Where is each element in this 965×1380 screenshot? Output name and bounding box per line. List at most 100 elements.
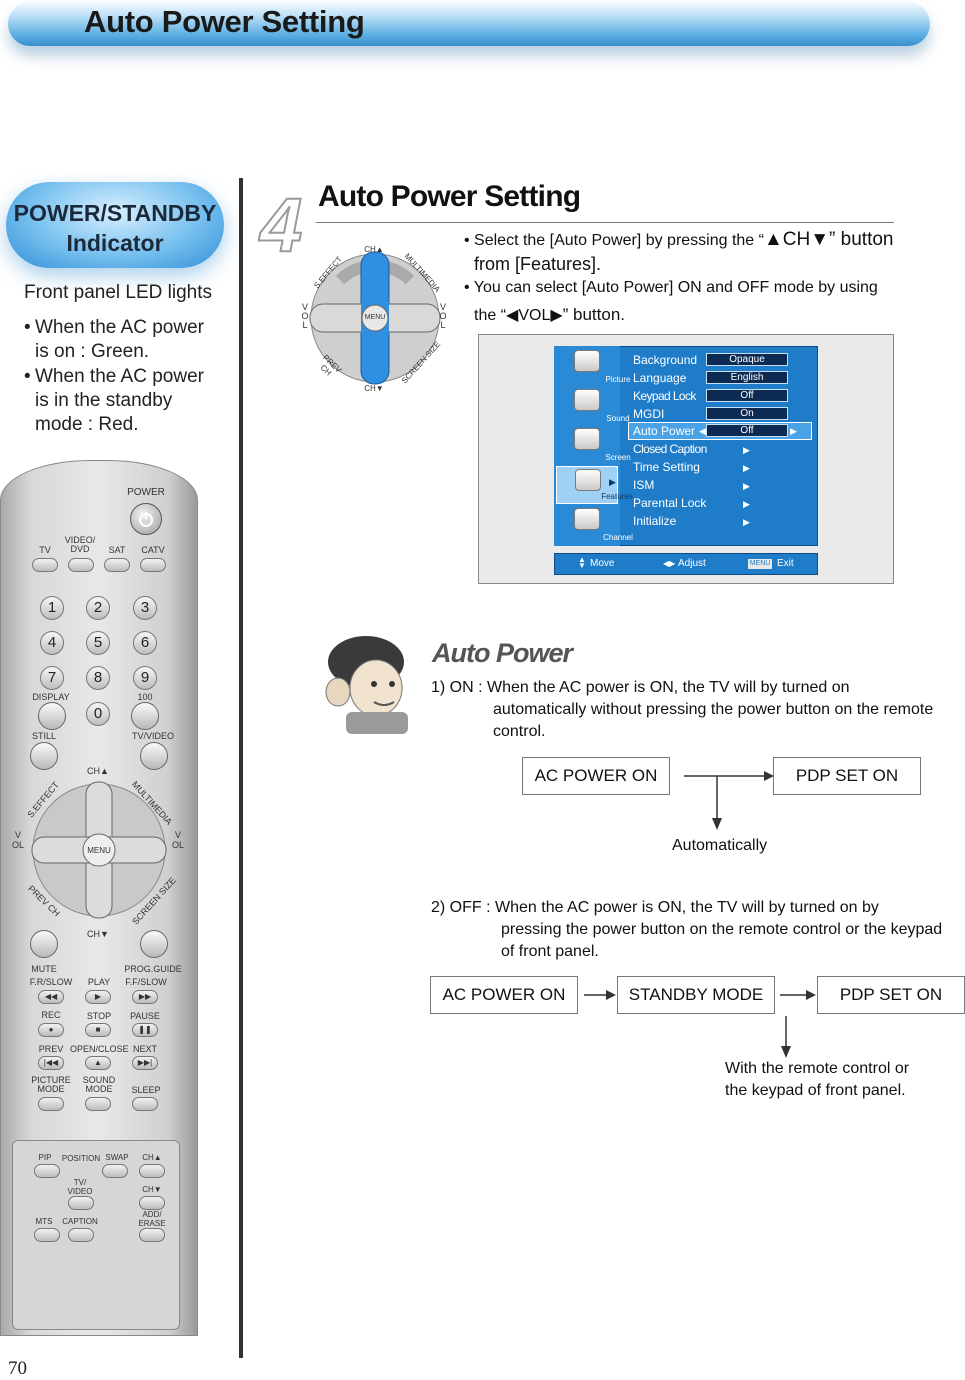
pause-icon: ❚❚	[138, 1025, 152, 1034]
remote-num-9[interactable]: 9	[133, 666, 157, 690]
page-title: Auto Power Setting	[84, 4, 365, 39]
remote-catv-button[interactable]	[140, 558, 166, 572]
remote-mts-button[interactable]	[34, 1228, 60, 1242]
remote-swap-label: SWAP	[105, 1153, 129, 1162]
osd-row-background[interactable]: Background	[633, 353, 698, 367]
remote-picturemode-label: PICTURE MODE	[31, 1075, 71, 1094]
osd-right-arrow-icon: ▶	[790, 426, 797, 436]
remote-pip-tvvideo-button[interactable]	[68, 1196, 94, 1210]
remote-stop-button[interactable]: ■	[85, 1023, 111, 1037]
remote-dpad[interactable]	[24, 770, 174, 930]
leftright-arrow-icon: ◀▶	[663, 559, 676, 568]
flow-arrow-on	[684, 771, 774, 830]
fast-forward-icon: ▶▶	[138, 992, 152, 1001]
instruction-1-cont: from [Features].	[474, 254, 602, 274]
remote-next-label: NEXT	[132, 1044, 157, 1054]
osd-value-background: Opaque	[706, 353, 788, 366]
remote-videodvd-button[interactable]	[68, 558, 94, 572]
remote-pip-chup-button[interactable]	[139, 1164, 165, 1178]
remote-num-1[interactable]: 1	[40, 596, 64, 620]
osd-left-arrow-icon: ◀	[699, 426, 706, 436]
auto-power-off-line1: 2) OFF : When the AC power is ON, the TV…	[431, 899, 879, 916]
remote-pause-label: PAUSE	[130, 1011, 160, 1021]
led-bullet-green: • When the AC power is on : Green.	[24, 317, 204, 362]
remote-num-2[interactable]: 2	[86, 596, 110, 620]
rewind-icon: ◀◀	[44, 992, 58, 1001]
remote-num-8[interactable]: 8	[86, 666, 110, 690]
flow-arrow-1	[584, 990, 616, 1000]
box2-ac-power-on: AC POWER ON	[430, 976, 578, 1014]
dpad-vol-left-label: VOL	[301, 302, 309, 330]
auto-power-off-line3: of front panel.	[501, 943, 599, 960]
remote-num-3[interactable]: 3	[133, 596, 157, 620]
osd-row-autopower[interactable]: Auto Power	[633, 424, 696, 438]
remote-sleep-button[interactable]	[132, 1097, 158, 1111]
remote-caption-button[interactable]	[68, 1228, 94, 1242]
osd-value-mgdi: On	[706, 407, 788, 420]
instruction-1: • Select the [Auto Power] by pressing th…	[464, 229, 894, 250]
remote-sat-button[interactable]	[104, 558, 130, 572]
osd-row-parentallock[interactable]: Parental Lock	[633, 496, 707, 510]
play-icon: ▶	[94, 992, 102, 1001]
osd-tab-sound[interactable]: Sound	[556, 387, 630, 425]
automatically-label: Automatically	[672, 837, 768, 854]
remote-num-5[interactable]: 5	[86, 631, 110, 655]
remote-next-button[interactable]: ▶▶|	[132, 1056, 158, 1070]
remote-eject-button[interactable]: ▲	[85, 1056, 111, 1070]
remote-prevch-button[interactable]	[30, 930, 58, 958]
remote-pip-chdown-label: CH▼	[142, 1185, 162, 1194]
remote-100-button[interactable]	[131, 702, 159, 730]
dpad-vol-right-label: VOL	[439, 302, 447, 330]
auto-power-on-line1: 1) ON : When the AC power is ON, the TV …	[431, 679, 850, 696]
osd-tab-picture[interactable]: Picture	[556, 348, 630, 386]
remote-tvvideo-label: TV/VIDEO	[131, 731, 174, 741]
osd-tab-features[interactable]: Features▶	[556, 466, 633, 504]
box2-standby-mode: STANDBY MODE	[617, 976, 775, 1014]
osd-tab-channel[interactable]: Channel	[556, 506, 633, 544]
remote-num-0[interactable]: 0	[86, 702, 110, 726]
skip-forward-icon: ▶▶|	[137, 1058, 153, 1067]
remote-num-6[interactable]: 6	[133, 631, 157, 655]
remote-swap-button[interactable]	[102, 1164, 128, 1178]
remote-rec-button[interactable]: ●	[38, 1023, 64, 1037]
remote-play-label: PLAY	[87, 977, 111, 987]
remote-tv-button[interactable]	[32, 558, 58, 572]
remote-power-button[interactable]	[130, 503, 162, 535]
osd-row-keypadlock[interactable]: Keypad Lock	[633, 389, 696, 403]
remote-tvvideo-button[interactable]	[140, 742, 168, 770]
remote-prev-button[interactable]: |◀◀	[38, 1056, 64, 1070]
remote-num-7[interactable]: 7	[40, 666, 64, 690]
screen-icon	[574, 428, 600, 450]
osd-row-timesetting[interactable]: Time Setting	[633, 460, 700, 474]
remote-pip-button[interactable]	[34, 1164, 60, 1178]
box-pdp-set-on: PDP SET ON	[773, 757, 921, 795]
updown-arrow-icon: ▲▼	[578, 555, 586, 570]
remote-num-4[interactable]: 4	[40, 631, 64, 655]
led-bullet-red: • When the AC power is in the standby mo…	[24, 366, 204, 435]
osd-row-ism[interactable]: ISM	[633, 478, 655, 492]
remote-still-button[interactable]	[30, 742, 58, 770]
channel-icon	[574, 508, 600, 530]
remote-play-button[interactable]: ▶	[85, 990, 111, 1004]
column-divider	[239, 178, 243, 1358]
osd-row-language[interactable]: Language	[633, 371, 687, 385]
osd-row-closedcaption[interactable]: Closed Caption	[633, 442, 707, 456]
remote-picturemode-button[interactable]	[38, 1097, 64, 1111]
remote-adderase-button[interactable]	[139, 1228, 165, 1242]
osd-tab-screen[interactable]: Screen	[556, 426, 631, 464]
remote-ff-button[interactable]: ▶▶	[132, 990, 158, 1004]
remote-display-button[interactable]	[38, 702, 66, 730]
remote-soundmode-button[interactable]	[85, 1097, 111, 1111]
osd-value-keypadlock: Off	[706, 389, 788, 402]
remote-pip-label: PIP	[38, 1153, 52, 1162]
remote-rewind-button[interactable]: ◀◀	[38, 990, 64, 1004]
osd-row-initialize[interactable]: Initialize	[633, 514, 677, 528]
remote-pip-chdown-button[interactable]	[139, 1196, 165, 1210]
dpad-illustration	[309, 251, 441, 385]
osd-row-mgdi[interactable]: MGDI	[633, 407, 665, 421]
remote-pause-button[interactable]: ❚❚	[132, 1023, 158, 1037]
remote-screensize-button[interactable]	[140, 930, 168, 958]
remote-mts-label: MTS	[35, 1217, 53, 1226]
badge-line1: POWER/STANDBY	[13, 200, 217, 226]
mascot-boy-illustration	[325, 636, 408, 734]
